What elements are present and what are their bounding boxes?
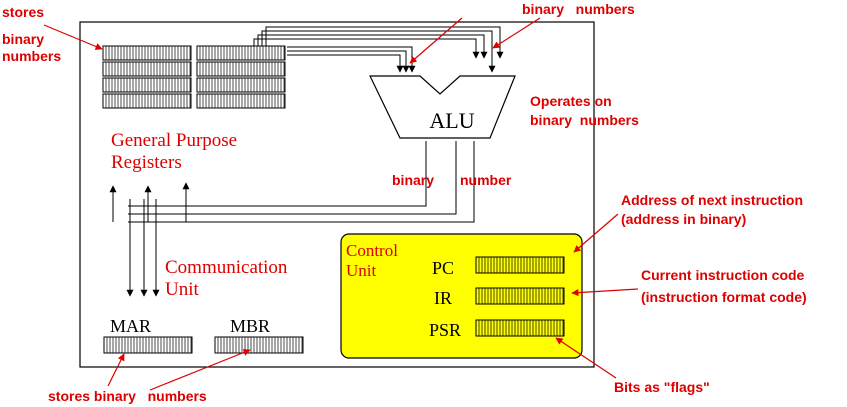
annotation-bits-flags: Bits as "flags" — [614, 379, 710, 395]
control-label-line1: Control — [346, 241, 398, 260]
alu-shape — [369, 75, 516, 139]
cpu-frame — [79, 21, 595, 368]
annotation-address-line1: Address of next instruction — [621, 192, 803, 208]
annotation-current-line1: Current instruction code — [641, 267, 805, 283]
annotation-stores-bottom: stores binary numbers — [48, 388, 207, 404]
psr-register — [475, 319, 565, 337]
mbr-label: MBR — [230, 316, 270, 336]
annotation-number-mid: number — [460, 172, 512, 188]
gpr-bank-left — [102, 45, 192, 109]
annotation-arrows — [43, 17, 639, 391]
gpr-bank-right — [196, 45, 286, 109]
alu-label: ALU — [429, 108, 474, 133]
pc-register — [475, 256, 565, 274]
annotation-current-line2: (instruction format code) — [641, 289, 807, 305]
annotation-operates-line1: Operates on — [530, 93, 612, 109]
gpr-label-line2: Registers — [111, 152, 182, 173]
mbr-register — [214, 336, 304, 354]
control-unit-box — [340, 233, 583, 359]
annotation-operates-line2: binary numbers — [530, 112, 639, 128]
gpr-label-line1: General Purpose — [111, 130, 237, 151]
annotation-binary-numbers-top: binary numbers — [522, 1, 635, 17]
comm-bus — [109, 182, 190, 297]
mar-label: MAR — [110, 316, 151, 336]
comm-label-line1: Communication — [165, 257, 288, 278]
control-label-line2: Unit — [346, 261, 377, 280]
ir-label: IR — [434, 288, 452, 308]
annotation-stores-line3: numbers — [2, 48, 61, 64]
alu-output-bus — [128, 141, 475, 223]
comm-label-line2: Unit — [165, 279, 200, 300]
annotation-binary-mid: binary — [392, 172, 434, 188]
psr-label: PSR — [429, 320, 461, 340]
mar-register — [103, 336, 193, 354]
annotation-stores-line2: binary — [2, 31, 44, 47]
annotation-address-line2: (address in binary) — [621, 211, 746, 227]
ir-register — [475, 287, 565, 305]
pc-label: PC — [432, 258, 454, 278]
annotation-stores-line1: stores — [2, 4, 44, 20]
register-to-alu-bus — [253, 26, 504, 73]
